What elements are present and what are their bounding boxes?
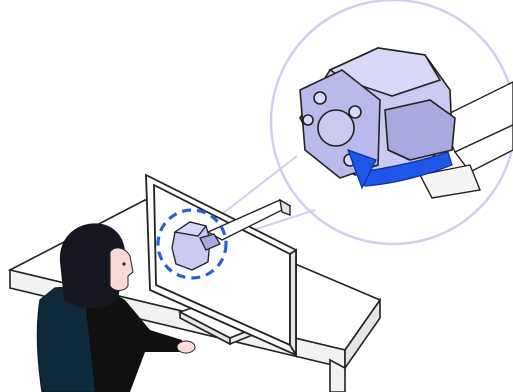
- monitor-side: [290, 250, 296, 355]
- hand: [177, 341, 195, 353]
- eye: [122, 262, 125, 265]
- camera-led-3: [303, 115, 313, 125]
- camera-lens: [318, 110, 354, 146]
- camera-led-2: [349, 106, 361, 118]
- camera-led-1: [314, 92, 326, 104]
